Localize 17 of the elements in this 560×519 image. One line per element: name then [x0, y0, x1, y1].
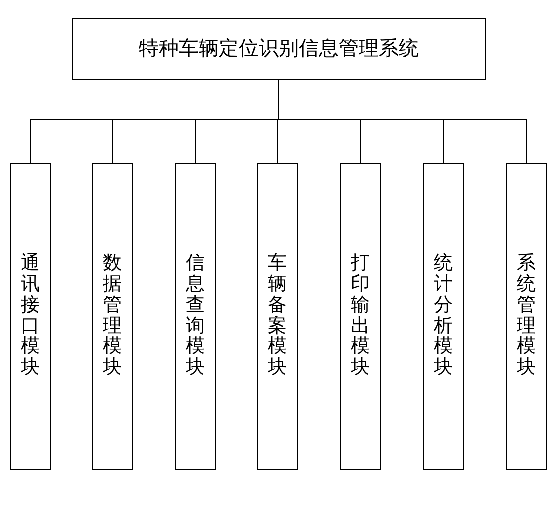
connector-line — [278, 80, 527, 164]
module-box — [10, 163, 51, 470]
module-label: 通讯接口模块 — [21, 254, 40, 380]
module-label: 系统管理模块 — [517, 254, 536, 380]
module-box — [175, 163, 216, 470]
module-label: 统计分析模块 — [434, 254, 453, 380]
module-label: 打印输出模块 — [351, 254, 370, 380]
module-label: 信息查询模块 — [186, 254, 205, 380]
module-box — [257, 163, 298, 470]
module-box — [340, 163, 381, 470]
system-box — [72, 18, 486, 80]
module-label: 车辆备案模块 — [268, 254, 287, 380]
module-label: 数据管理模块 — [103, 254, 122, 380]
system-title: 特种车辆定位识别信息管理系统 — [139, 37, 419, 62]
module-box — [506, 163, 547, 470]
module-box — [423, 163, 464, 470]
module-box — [92, 163, 133, 470]
